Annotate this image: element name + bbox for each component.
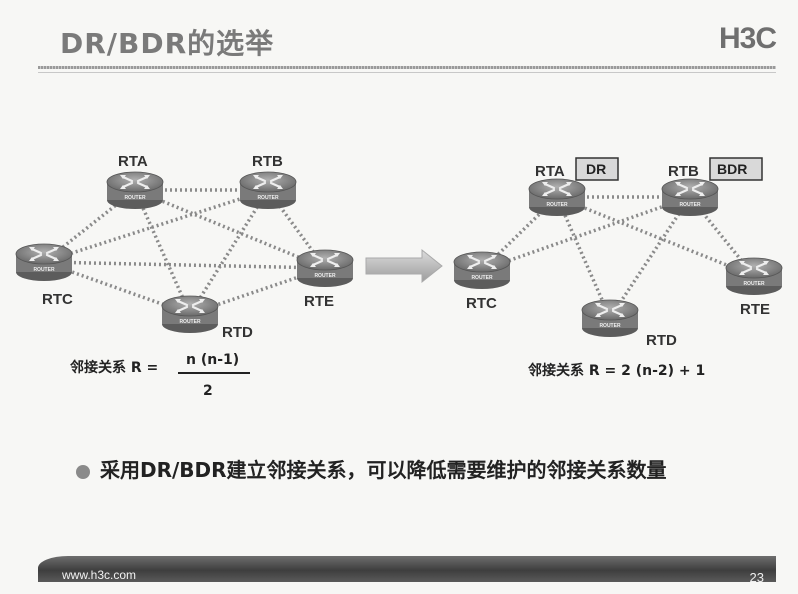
router-icon-rtd-left — [160, 294, 220, 334]
label-rtb-left: RTB — [252, 153, 283, 170]
label-rtd-right: RTD — [646, 332, 677, 349]
h3c-logo: H3C — [718, 22, 777, 55]
router-icon-rte-right — [724, 256, 784, 296]
left-formula-denominator: 2 — [203, 383, 213, 399]
router-icon-rtc-left — [14, 242, 74, 282]
link-rta-rte — [134, 188, 326, 270]
router-icon-rtd-right — [580, 298, 640, 338]
router-icon-rta-left — [105, 170, 165, 210]
router-icon-rtc-right — [452, 250, 512, 290]
label-rte-left: RTE — [304, 293, 334, 310]
left-formula-fraction-bar — [178, 372, 250, 374]
bdr-role-label: BDR — [717, 161, 747, 177]
router-icon-rte-left — [295, 248, 355, 288]
label-rtc-right: RTC — [466, 295, 497, 312]
link-dr-rte — [556, 195, 755, 278]
footer-url: www.h3c.com — [62, 568, 137, 582]
label-rta-left: RTA — [118, 153, 148, 170]
transition-arrow — [365, 248, 443, 284]
link-rtc-rte — [43, 260, 326, 270]
footer-band — [38, 556, 776, 582]
left-formula-prefix: 邻接关系 R = — [70, 360, 159, 376]
title-rule-thin — [38, 72, 776, 73]
link-rtd-rte — [189, 266, 326, 316]
label-rtd-left: RTD — [222, 324, 253, 341]
label-rte-right: RTE — [740, 301, 770, 318]
label-rtb-right: RTB — [668, 163, 699, 180]
router-icon-rtb-right — [660, 177, 720, 217]
label-rtc-left: RTC — [42, 291, 73, 308]
router-icon-rta-right — [527, 177, 587, 217]
page-number: 23 — [749, 570, 764, 585]
link-bdr-rtd — [608, 196, 692, 319]
label-rta-right: RTA — [535, 163, 565, 180]
link-dr-rtd — [555, 196, 612, 319]
link-rtb-rtd — [188, 189, 270, 315]
right-formula: 邻接关系 R = 2 (n-2) + 1 — [528, 363, 706, 379]
bullet-dot — [76, 465, 90, 479]
bdr-role-box: BDR — [709, 157, 763, 181]
dr-role-box: DR — [575, 157, 619, 181]
link-bdr-rtc — [481, 195, 691, 272]
dr-role-label: DR — [586, 161, 606, 177]
left-formula-numerator: n (n-1) — [186, 352, 240, 368]
bullet-text: 采用DR/BDR建立邻接关系，可以降低需要维护的邻接关系数量 — [100, 458, 667, 482]
title-rule — [38, 66, 776, 69]
right-links — [480, 195, 756, 319]
router-icon-rtb-left — [238, 170, 298, 210]
left-links — [42, 188, 327, 316]
slide-title: DR/BDR的选举 — [60, 27, 275, 60]
link-rtb-rtc — [43, 188, 269, 264]
